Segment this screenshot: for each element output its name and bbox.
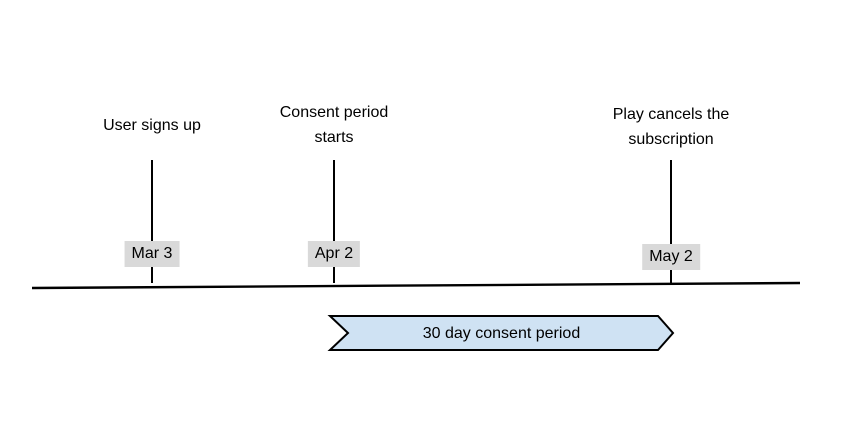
event-title: Consent period starts: [279, 104, 389, 146]
event-tick-line: [670, 160, 672, 283]
event-title: Play cancels the subscription: [612, 106, 730, 148]
event-title: User signs up: [103, 117, 201, 134]
event-tick-line: [333, 160, 335, 283]
consent-period-banner-shape: [327, 315, 675, 351]
event-date-label: May 2: [642, 244, 700, 270]
consent-period-banner-label: 30 day consent period: [422, 324, 581, 342]
event-tick-line: [151, 160, 153, 283]
timeline-line: [31, 281, 801, 290]
event-date-label: Apr 2: [307, 241, 361, 267]
event-date-label: Mar 3: [124, 241, 180, 267]
